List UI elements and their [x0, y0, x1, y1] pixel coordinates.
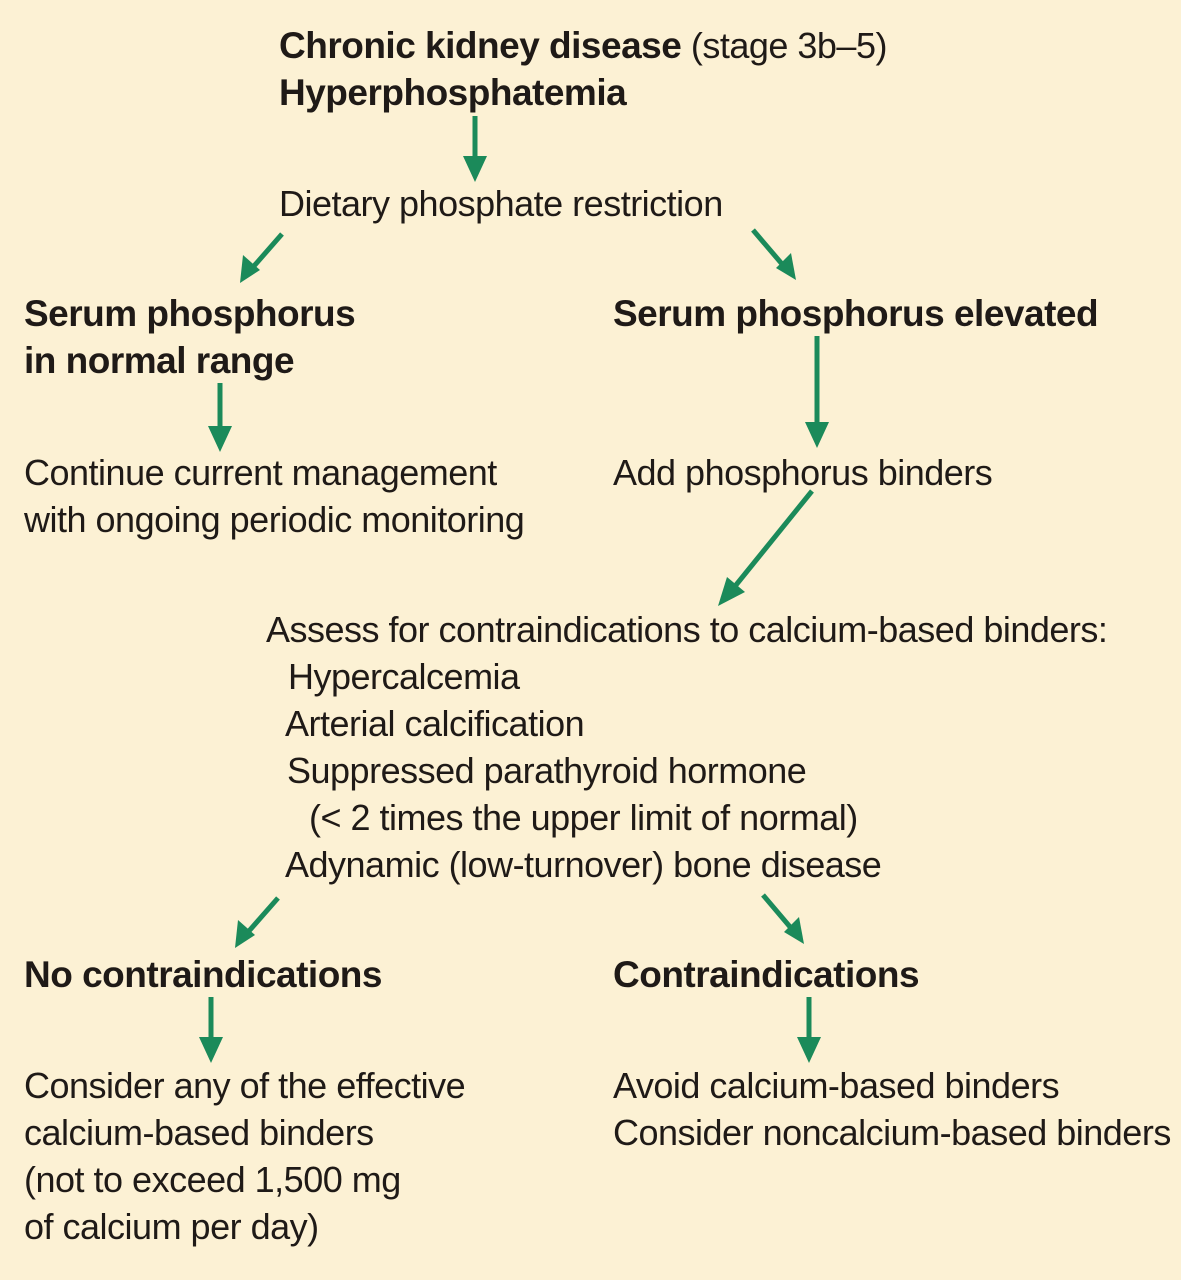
consider-line4: of calcium per day): [24, 1206, 319, 1247]
assess-item-hypercalcemia: Hypercalcemia: [288, 656, 520, 697]
node-consider-calcium-binders: Consider any of the effective calcium-ba…: [24, 1062, 466, 1250]
node-no-contraindications-text: No contraindications: [24, 954, 382, 995]
arrow-ci-to-avoid: [797, 997, 821, 1063]
node-assess-contraindications: Assess for contraindications to calcium-…: [266, 606, 1108, 888]
title-block: Chronic kidney disease (stage 3b–5) Hype…: [279, 22, 887, 116]
node-serum-normal-line2: in normal range: [24, 340, 295, 381]
consider-line3: (not to exceed 1,500 mg: [24, 1159, 401, 1200]
node-add-binders: Add phosphorus binders: [613, 449, 993, 496]
node-serum-normal-line1: Serum phosphorus: [24, 293, 356, 334]
assess-item-pth-note: (< 2 times the upper limit of normal): [309, 797, 858, 838]
assess-heading: Assess for contraindications to calcium-…: [266, 609, 1108, 650]
consider-line1: Consider any of the effective: [24, 1065, 466, 1106]
node-continue-management: Continue current management with ongoing…: [24, 449, 525, 543]
assess-item-suppressed-pth: Suppressed parathyroid hormone: [287, 750, 807, 791]
node-avoid-calcium-binders: Avoid calcium-based binders Consider non…: [613, 1062, 1171, 1156]
arrow-elevated-to-binders: [805, 336, 829, 448]
title-condition: Chronic kidney disease: [279, 25, 682, 66]
node-serum-elevated-text: Serum phosphorus elevated: [613, 293, 1099, 334]
avoid-line2: Consider noncalcium-based binders: [613, 1112, 1171, 1153]
title-stage: (stage 3b–5): [681, 25, 888, 66]
node-dietary-restriction: Dietary phosphate restriction: [279, 180, 723, 227]
arrow-binders-to-assess: [718, 489, 814, 606]
arrow-title-to-diet: [463, 116, 487, 182]
node-serum-normal: Serum phosphorus in normal range: [24, 290, 356, 384]
node-contraindications-text: Contraindications: [613, 954, 920, 995]
title-hyperphosphatemia: Hyperphosphatemia: [279, 72, 627, 113]
assess-item-adynamic-bone: Adynamic (low-turnover) bone disease: [285, 844, 882, 885]
avoid-line1: Avoid calcium-based binders: [613, 1065, 1060, 1106]
node-continue-line2: with ongoing periodic monitoring: [24, 499, 525, 540]
node-no-contraindications: No contraindications: [24, 951, 382, 998]
arrow-assess-to-no-contraindications: [235, 896, 280, 948]
arrow-no-ci-to-consider: [199, 997, 223, 1063]
node-continue-line1: Continue current management: [24, 452, 497, 493]
consider-line2: calcium-based binders: [24, 1112, 374, 1153]
node-contraindications: Contraindications: [613, 951, 920, 998]
arrow-diet-to-normal: [240, 232, 284, 283]
node-serum-elevated: Serum phosphorus elevated: [613, 290, 1099, 337]
node-dietary-restriction-text: Dietary phosphate restriction: [279, 183, 723, 224]
node-add-binders-text: Add phosphorus binders: [613, 452, 993, 493]
assess-item-arterial-calcification: Arterial calcification: [285, 703, 585, 744]
arrow-assess-to-contraindications: [761, 893, 804, 944]
arrow-normal-to-continue: [208, 383, 232, 452]
arrow-diet-to-elevated: [751, 228, 796, 280]
